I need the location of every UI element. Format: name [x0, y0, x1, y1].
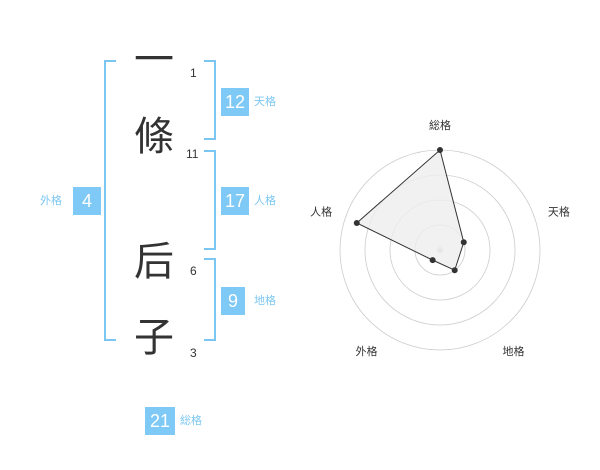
- chikaku-label: 地格: [254, 294, 276, 307]
- jinkaku-label: 人格: [254, 194, 276, 207]
- radar-point-2: [460, 239, 467, 246]
- radar-axis-label-4: 外格: [356, 344, 378, 358]
- tenkaku-label: 天格: [254, 95, 276, 108]
- radar-point-3: [451, 267, 458, 274]
- gaikaku-value: 4: [73, 187, 101, 215]
- radar-point-1: [437, 147, 443, 153]
- gaikaku-label: 外格: [40, 194, 62, 207]
- name-char-2: 條: [134, 114, 174, 160]
- radar-point-5: [353, 219, 360, 226]
- tenkaku-value: 12: [221, 88, 249, 116]
- radar-series-polygon: [355, 149, 465, 271]
- stroke-count-2: 11: [186, 147, 199, 161]
- tenkaku-bracket: [204, 60, 216, 140]
- chikaku-bracket: [204, 258, 216, 341]
- name-char-1: 一: [134, 37, 174, 83]
- radar-axis-label-1: 総格: [429, 118, 451, 132]
- stroke-count-4: 3: [190, 346, 197, 360]
- soukaku-value: 21: [145, 407, 175, 435]
- gaikaku-bracket: [104, 60, 116, 341]
- stroke-count-3: 6: [190, 264, 197, 278]
- radar-axis-label-3: 地格: [502, 344, 524, 358]
- chikaku-value: 9: [221, 287, 245, 315]
- name-char-3: 后: [134, 239, 174, 285]
- jinkaku-value: 17: [221, 187, 249, 215]
- jinkaku-bracket: [204, 150, 216, 250]
- radar-point-4: [429, 257, 436, 264]
- soukaku-label: 総格: [180, 414, 202, 427]
- radar-axis-label-2: 天格: [548, 204, 570, 218]
- name-char-4: 子: [134, 315, 174, 361]
- stroke-count-1: 1: [190, 66, 197, 80]
- radar-axis-label-5: 人格: [310, 204, 332, 218]
